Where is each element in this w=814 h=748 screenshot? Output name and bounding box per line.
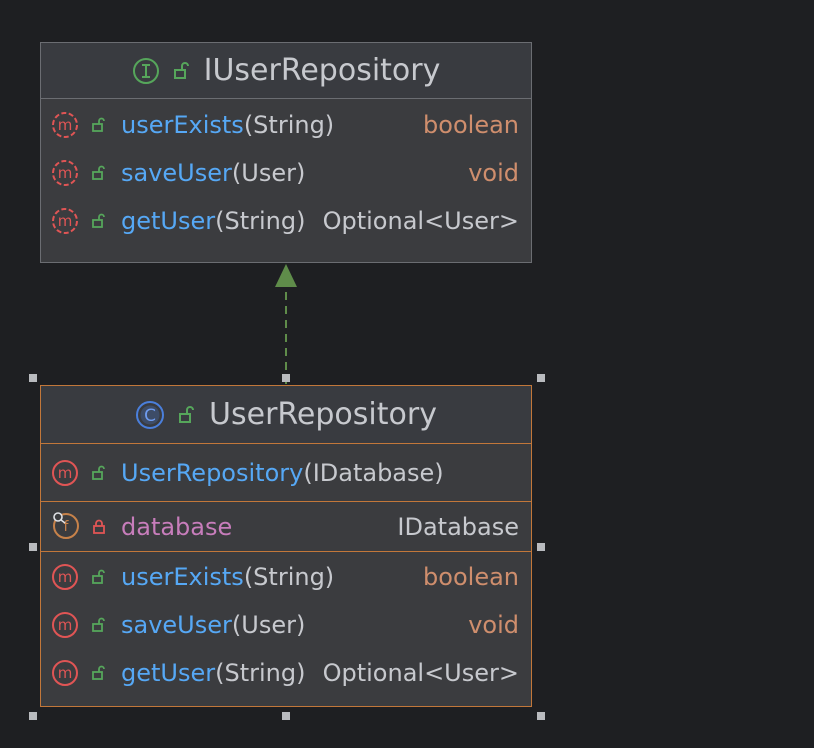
class-fields: f database IDatabase <box>41 502 531 552</box>
field-row[interactable]: f database IDatabase <box>41 503 531 551</box>
field-icon: f <box>53 512 79 539</box>
interface-method-row[interactable]: m saveUser(User) void <box>41 149 531 197</box>
svg-text:m: m <box>58 568 73 586</box>
interface-header: IUserRepository <box>41 43 531 99</box>
resize-handle-middle-left[interactable] <box>29 543 37 551</box>
class-constructors: m UserRepository(IDatabase) <box>41 444 531 502</box>
public-lock-icon <box>92 165 105 180</box>
constructor-name: UserRepository <box>121 459 304 487</box>
public-lock-icon <box>92 465 105 480</box>
return-type: Optional<User> <box>322 207 519 235</box>
method-signature: getUser(String) <box>121 659 305 687</box>
class-method-row[interactable]: m getUser(String) Optional<User> <box>41 649 531 697</box>
method-signature: userExists(String) <box>121 111 334 139</box>
svg-text:m: m <box>58 116 73 134</box>
method-params: (User) <box>231 159 306 187</box>
abstract-method-icon: m <box>52 160 78 186</box>
constructor-row[interactable]: m UserRepository(IDatabase) <box>41 449 531 497</box>
method-name: getUser <box>121 207 216 235</box>
method-params: (String) <box>215 659 306 687</box>
method-params: (User) <box>231 611 306 639</box>
public-lock-icon <box>92 617 105 632</box>
return-type: boolean <box>423 111 519 139</box>
resize-handle-top-left[interactable] <box>29 374 37 382</box>
class-methods: m userExists(String) boolean m sav <box>41 552 531 697</box>
interface-icon <box>132 57 159 84</box>
return-type: boolean <box>423 563 519 591</box>
method-name: getUser <box>121 659 216 687</box>
method-signature: saveUser(User) <box>121 611 305 639</box>
class-title: UserRepository <box>209 397 437 432</box>
method-signature: getUser(String) <box>121 207 305 235</box>
private-lock-icon <box>93 519 105 534</box>
class-method-row[interactable]: m userExists(String) boolean <box>41 553 531 601</box>
method-signature: saveUser(User) <box>121 159 305 187</box>
method-name: userExists <box>121 111 244 139</box>
resize-handle-bottom-left[interactable] <box>29 712 37 720</box>
method-icon: m <box>52 460 78 486</box>
constructor-params: (IDatabase) <box>303 459 444 487</box>
svg-text:m: m <box>58 164 73 182</box>
return-type: void <box>468 611 519 639</box>
interface-methods: m userExists(String) boolean m <box>41 99 531 245</box>
class-icon: C <box>136 400 165 429</box>
interface-method-row[interactable]: m userExists(String) boolean <box>41 101 531 149</box>
interface-method-row[interactable]: m getUser(String) Optional<User> <box>41 197 531 245</box>
method-icon: m <box>52 660 78 686</box>
interface-title: IUserRepository <box>203 53 441 88</box>
svg-text:C: C <box>144 406 156 426</box>
public-lock-icon <box>92 665 105 680</box>
method-name: saveUser <box>121 611 232 639</box>
resize-handle-middle-right[interactable] <box>537 543 545 551</box>
class-method-row[interactable]: m saveUser(User) void <box>41 601 531 649</box>
method-icon: m <box>52 564 78 590</box>
svg-text:m: m <box>58 464 73 482</box>
resize-handle-bottom-right[interactable] <box>537 712 545 720</box>
public-lock-icon <box>173 61 189 79</box>
svg-text:m: m <box>58 212 73 230</box>
method-params: (String) <box>243 563 335 591</box>
method-name: saveUser <box>121 159 232 187</box>
field-name: database <box>121 513 233 541</box>
field-type: IDatabase <box>397 513 519 541</box>
return-type: void <box>468 159 519 187</box>
abstract-method-icon: m <box>52 112 78 138</box>
resize-handle-top-right[interactable] <box>537 374 545 382</box>
method-params: (String) <box>243 111 335 139</box>
field-signature: database <box>121 513 232 541</box>
class-box[interactable]: C UserRepository m UserRepository(IDatab… <box>40 385 532 707</box>
svg-text:m: m <box>58 616 73 634</box>
method-signature: userExists(String) <box>121 563 334 591</box>
method-icon: m <box>52 612 78 638</box>
public-lock-icon <box>179 405 195 423</box>
constructor-signature: UserRepository(IDatabase) <box>121 459 444 487</box>
resize-handle-top-center[interactable] <box>282 374 290 382</box>
return-type: Optional<User> <box>322 659 519 687</box>
class-header: C UserRepository <box>41 386 531 444</box>
svg-text:f: f <box>64 519 70 535</box>
abstract-method-icon: m <box>52 208 78 234</box>
method-params: (String) <box>215 207 306 235</box>
public-lock-icon <box>92 213 105 228</box>
resize-handle-bottom-center[interactable] <box>282 712 290 720</box>
public-lock-icon <box>92 117 105 132</box>
interface-box[interactable]: IUserRepository m userExists(String) boo… <box>40 42 532 263</box>
method-name: userExists <box>121 563 244 591</box>
svg-text:m: m <box>58 664 73 682</box>
public-lock-icon <box>92 569 105 584</box>
